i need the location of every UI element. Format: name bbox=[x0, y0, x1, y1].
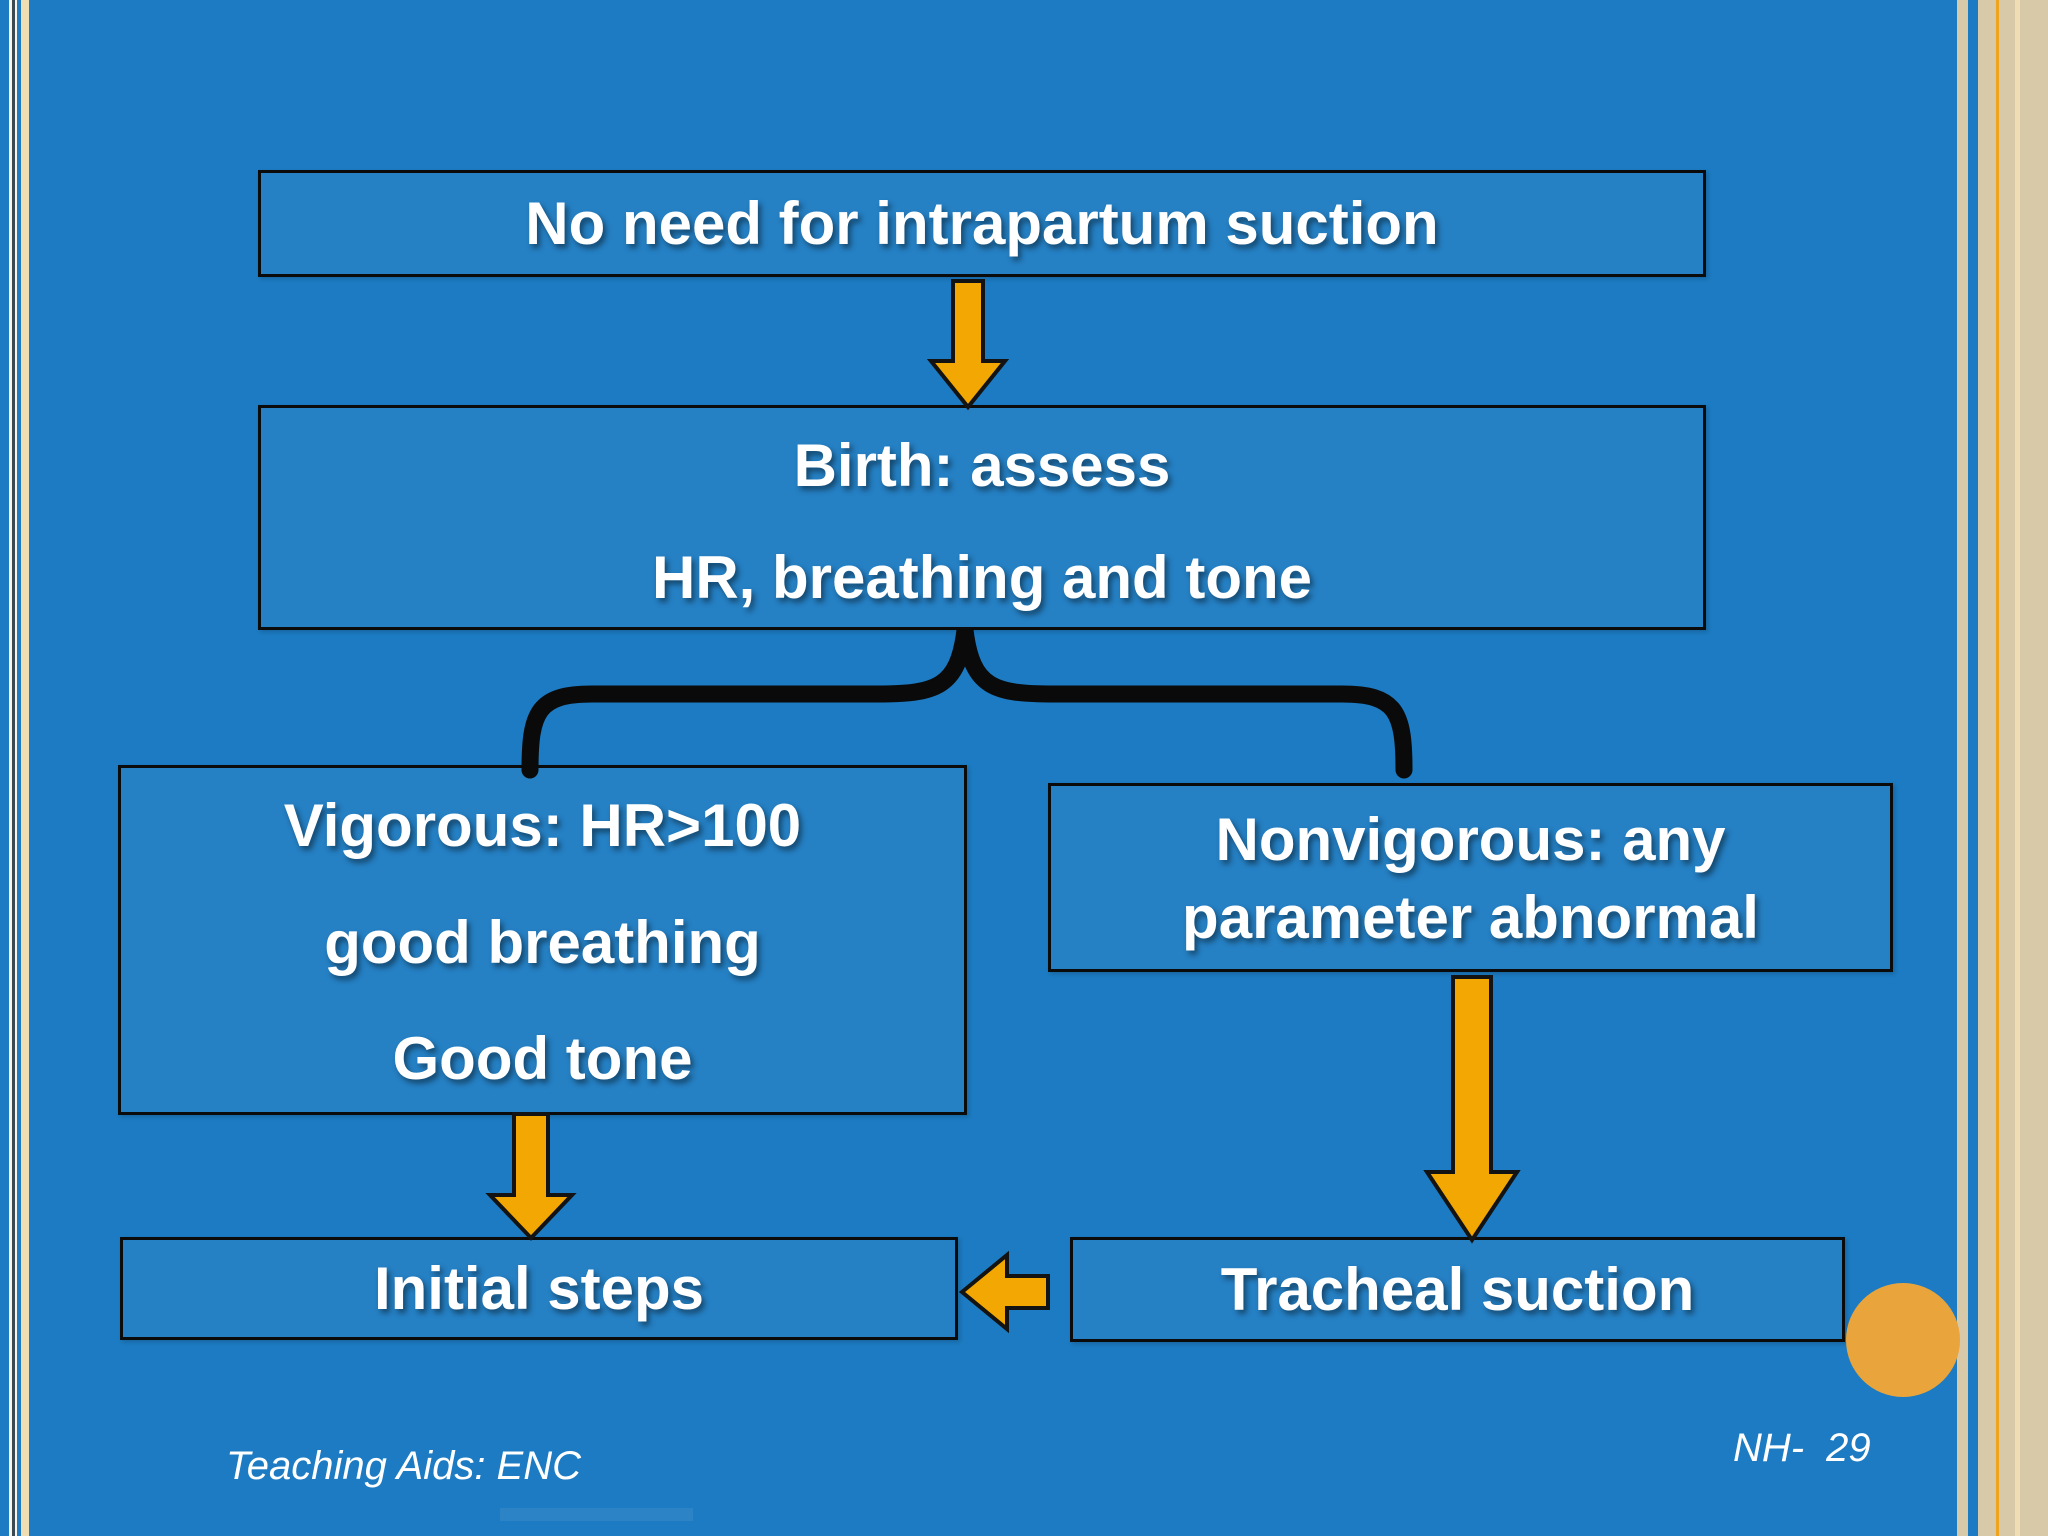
left-arrow-icon bbox=[958, 1250, 1050, 1334]
right-frame-light-stripe bbox=[2015, 0, 2020, 1536]
left-frame-white-line bbox=[9, 0, 12, 1536]
flow-box-label: Vigorous: HR>100 bbox=[283, 792, 802, 859]
flow-box-vigorous: Vigorous: HR>100 good breathing Good ton… bbox=[118, 765, 967, 1115]
flow-box-no-intrapartum-suction: No need for intrapartum suction bbox=[258, 170, 1706, 277]
left-frame-dark-line bbox=[12, 0, 15, 1536]
flow-box-label: Tracheal suction bbox=[1220, 1256, 1695, 1323]
split-brace-connector bbox=[521, 628, 1413, 779]
flow-box-label: HR, breathing and tone bbox=[652, 544, 1312, 611]
left-frame-white-line-2 bbox=[15, 0, 17, 1536]
flow-box-label: Initial steps bbox=[373, 1255, 705, 1322]
flow-box-birth-assess: Birth: assess HR, breathing and tone bbox=[258, 405, 1706, 630]
footer-slide-number: NH- 29 bbox=[1733, 1426, 1871, 1471]
footer-teaching-aids: Teaching Aids: ENC bbox=[226, 1444, 581, 1488]
right-frame-orange-line bbox=[1996, 0, 1999, 1536]
down-arrow-top-icon bbox=[926, 279, 1010, 411]
flow-box-label: Birth: assess bbox=[793, 432, 1171, 499]
flow-box-label: No need for intrapartum suction bbox=[525, 190, 1439, 257]
left-frame-tan-stripe bbox=[21, 0, 29, 1536]
flow-box-tracheal-suction: Tracheal suction bbox=[1070, 1237, 1845, 1342]
orange-circle-decoration bbox=[1846, 1283, 1960, 1397]
flow-box-nonvigorous: Nonvigorous: any parameter abnormal bbox=[1048, 783, 1893, 972]
right-frame-tan-stripe-1 bbox=[1957, 0, 1968, 1536]
bottom-light-strip bbox=[500, 1508, 693, 1521]
flow-box-label: Nonvigorous: any bbox=[1215, 806, 1726, 873]
flow-box-label: parameter abnormal bbox=[1182, 884, 1759, 951]
flow-box-label: good breathing bbox=[324, 908, 761, 976]
slide-number-value: 29 bbox=[1826, 1426, 1871, 1470]
flow-box-label: Good tone bbox=[392, 1025, 693, 1092]
right-frame-tan-band bbox=[1978, 0, 2048, 1536]
right-frame-blue-stripe bbox=[1968, 0, 1978, 1536]
flow-box-initial-steps: Initial steps bbox=[120, 1237, 958, 1340]
down-arrow-right-icon bbox=[1423, 975, 1521, 1244]
slide-number-prefix: NH- bbox=[1733, 1426, 1805, 1470]
down-arrow-left-icon bbox=[485, 1112, 577, 1241]
